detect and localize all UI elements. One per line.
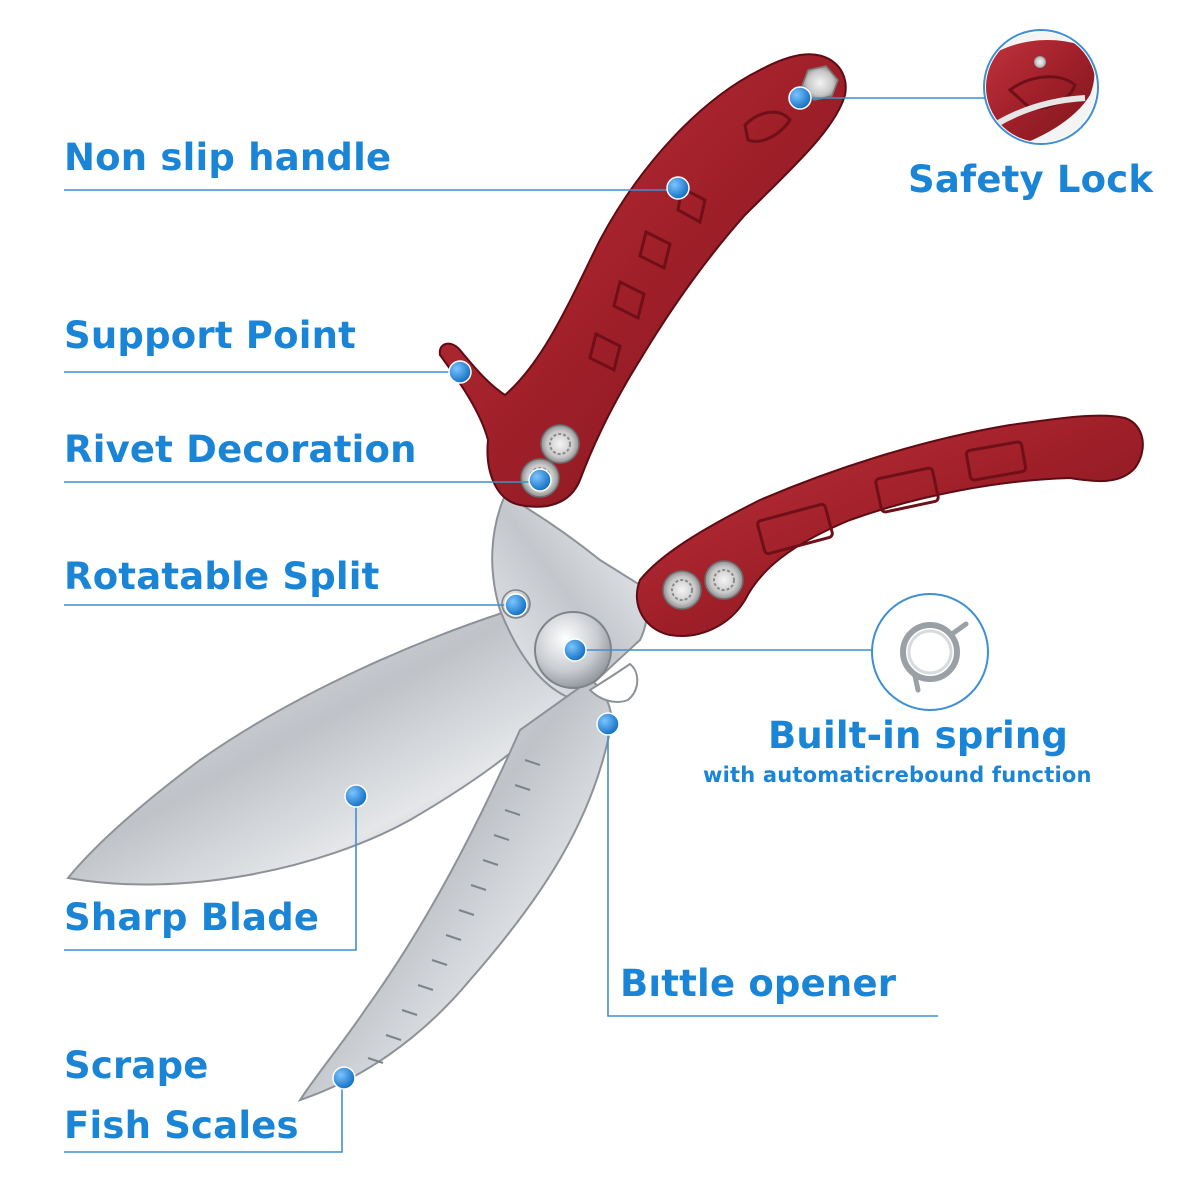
callout-dot-icon: [332, 86, 812, 1090]
safety-lock-inset-icon: [983, 29, 1099, 145]
safety-lock-hex: [801, 65, 839, 101]
non-slip-handle-label: Non slip handle: [64, 136, 392, 179]
support-point-label: Support Point: [64, 314, 357, 357]
scrape-label-line2: Fish Scales: [64, 1104, 299, 1147]
lower-handle-grips: [756, 440, 1028, 556]
serrated-blade: [297, 678, 614, 1102]
bottle-opener-label: Bıttle opener: [620, 962, 897, 1005]
upper-handle: [438, 53, 847, 508]
bottle-opener-notch: [588, 662, 639, 703]
lower-handle: [635, 414, 1144, 637]
scrape-label-line1: Scrape: [64, 1044, 209, 1087]
upper-handle-grips: [588, 110, 792, 373]
built-in-spring-label: Built-in spring: [768, 714, 1069, 757]
sharp-blade-label: Sharp Blade: [64, 896, 320, 939]
leader-lines: [64, 97, 985, 1153]
rotatable-split-label: Rotatable Split: [64, 555, 380, 598]
serration-lines: [367, 759, 541, 1064]
rivet-icon: [520, 424, 744, 610]
safety-lock-label: Safety Lock: [908, 158, 1154, 201]
spring-subtitle-label: with automaticrebound function: [703, 763, 1092, 787]
rivet-decoration-label: Rivet Decoration: [64, 428, 417, 471]
spring-ring-icon: [871, 593, 989, 711]
